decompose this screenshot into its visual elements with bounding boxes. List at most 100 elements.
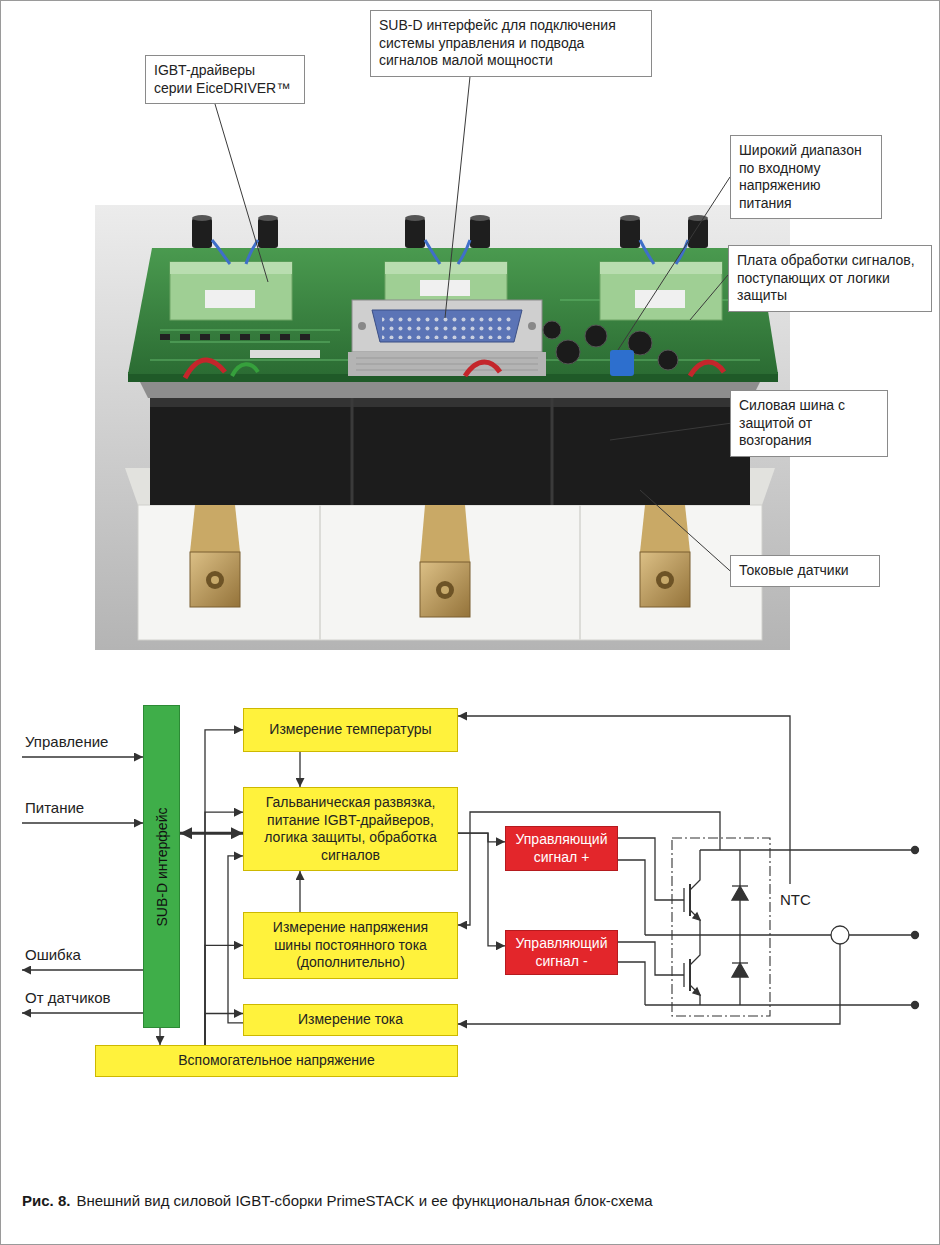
power-terminal	[211, 576, 219, 584]
circuit-wiring	[732, 885, 748, 886]
leader-line	[445, 77, 470, 319]
node-text: Управляющий сигнал -	[510, 935, 613, 970]
sub-d-connector	[358, 322, 366, 330]
signal-connector	[205, 730, 243, 1045]
node-text: Измерение температуры	[256, 721, 445, 739]
caption-line: Рис. 8. Внешний вид силовой IGBT-сборки P…	[22, 1192, 653, 1209]
signal-label: От датчиков	[25, 989, 111, 1006]
circuit-wiring	[831, 926, 849, 944]
driver-module	[600, 262, 722, 274]
capacitor	[258, 215, 278, 221]
function-block: Гальваническая развязка, питание IGBT-др…	[243, 787, 458, 871]
node-text: Силовая шина с защитой от возгорания	[739, 397, 879, 450]
driver-module	[420, 280, 470, 296]
photo-assembly	[95, 205, 790, 650]
callout-box: Токовые датчики	[730, 555, 880, 587]
driver-block: Управляющий сигнал +	[505, 826, 618, 871]
circuit-wiring	[618, 942, 684, 975]
callout-box: SUB-D интерфейс для подключения системы …	[370, 10, 652, 77]
leader-line	[618, 177, 730, 350]
bus-arrow	[180, 832, 243, 835]
smd-parts	[180, 334, 190, 340]
callout-box: Плата обработки сигналов, поступающих от…	[728, 245, 932, 312]
capacitor	[470, 215, 490, 221]
circuit-wiring	[458, 812, 720, 925]
capacitor	[192, 215, 708, 248]
node-text: Вспомогательное напряжение	[108, 1052, 445, 1070]
sub-d-connector	[528, 322, 536, 330]
circuit-wiring	[690, 935, 700, 1005]
driver-module	[600, 262, 722, 320]
circuit-wiring	[693, 913, 700, 920]
leader-line	[640, 490, 730, 571]
node-text: Плата обработки сигналов, поступающих от…	[737, 252, 923, 305]
photo-assembly	[351, 395, 354, 505]
circuit-wiring	[645, 934, 915, 935]
photo-assembly	[212, 240, 688, 264]
leader-line	[610, 423, 730, 440]
callout-box: Широкий диапазон по входному напряжению …	[730, 135, 882, 219]
function-block: Измерение температуры	[243, 708, 458, 752]
leader-line	[215, 104, 268, 282]
power-terminal	[420, 505, 470, 562]
power-terminal	[661, 576, 669, 584]
capacitor	[585, 325, 607, 347]
figure-caption: Внешний вид силовой IGBT-сборки PrimeSTA…	[76, 1192, 652, 1209]
photo-assembly	[356, 358, 538, 370]
power-terminal	[190, 552, 240, 607]
circuit-wiring	[672, 838, 770, 1016]
circuit-wiring	[912, 847, 919, 854]
photo-assembly	[551, 395, 554, 505]
circuit-wiring	[22, 822, 143, 823]
circuit-wiring	[912, 932, 919, 939]
smd-parts	[160, 334, 170, 340]
driver-module	[170, 262, 292, 274]
figure-number: Рис. 8.	[22, 1192, 70, 1209]
driver-module	[170, 262, 292, 320]
smd-parts	[250, 350, 320, 358]
circuit-wiring	[22, 969, 143, 970]
capacitor	[470, 218, 490, 248]
capacitor	[658, 350, 678, 370]
node-text: SUB-D интерфейс	[154, 807, 170, 926]
circuit-wiring	[690, 850, 700, 935]
capacitor	[405, 215, 425, 221]
capacitor	[192, 215, 212, 221]
capacitor	[192, 218, 212, 248]
power-terminal	[436, 581, 454, 599]
capacitor	[556, 340, 580, 364]
photo-assembly	[185, 360, 724, 378]
capacitor	[543, 321, 561, 339]
circuit-wiring	[732, 963, 748, 977]
signal-connector	[299, 871, 300, 912]
sub-d-connector	[372, 310, 522, 342]
smd-parts	[280, 334, 290, 340]
circuit-wiring	[912, 1002, 919, 1009]
sub-d-connector	[382, 313, 512, 339]
signal-label: Питание	[25, 799, 84, 816]
power-terminal	[206, 571, 224, 589]
smd-parts	[260, 334, 270, 340]
circuit-wiring	[22, 756, 143, 757]
circuit-wiring	[700, 849, 915, 850]
power-terminal	[190, 505, 240, 552]
interface-block: SUB-D интерфейс	[143, 705, 180, 1028]
circuit-wiring	[689, 959, 691, 991]
sub-d-connector	[352, 300, 542, 352]
node-text: IGBT-драйверы серии EiceDRIVER™	[154, 62, 296, 97]
smd-parts	[220, 334, 230, 340]
sub-d-connector	[352, 300, 542, 352]
driver-module	[600, 262, 722, 320]
signal-connector	[205, 1014, 243, 1046]
signal-connector	[205, 945, 243, 1045]
power-terminal	[441, 586, 449, 594]
callout-box: Силовая шина с защитой от возгорания	[730, 390, 888, 457]
circuit-wiring	[732, 886, 748, 900]
signal-connector	[458, 833, 505, 842]
circuit-wiring	[693, 988, 700, 995]
power-terminal	[656, 571, 674, 589]
driver-block: Управляющий сигнал -	[505, 930, 618, 975]
signal-label: Ошибка	[25, 946, 81, 963]
circuit-wiring	[22, 1012, 143, 1013]
